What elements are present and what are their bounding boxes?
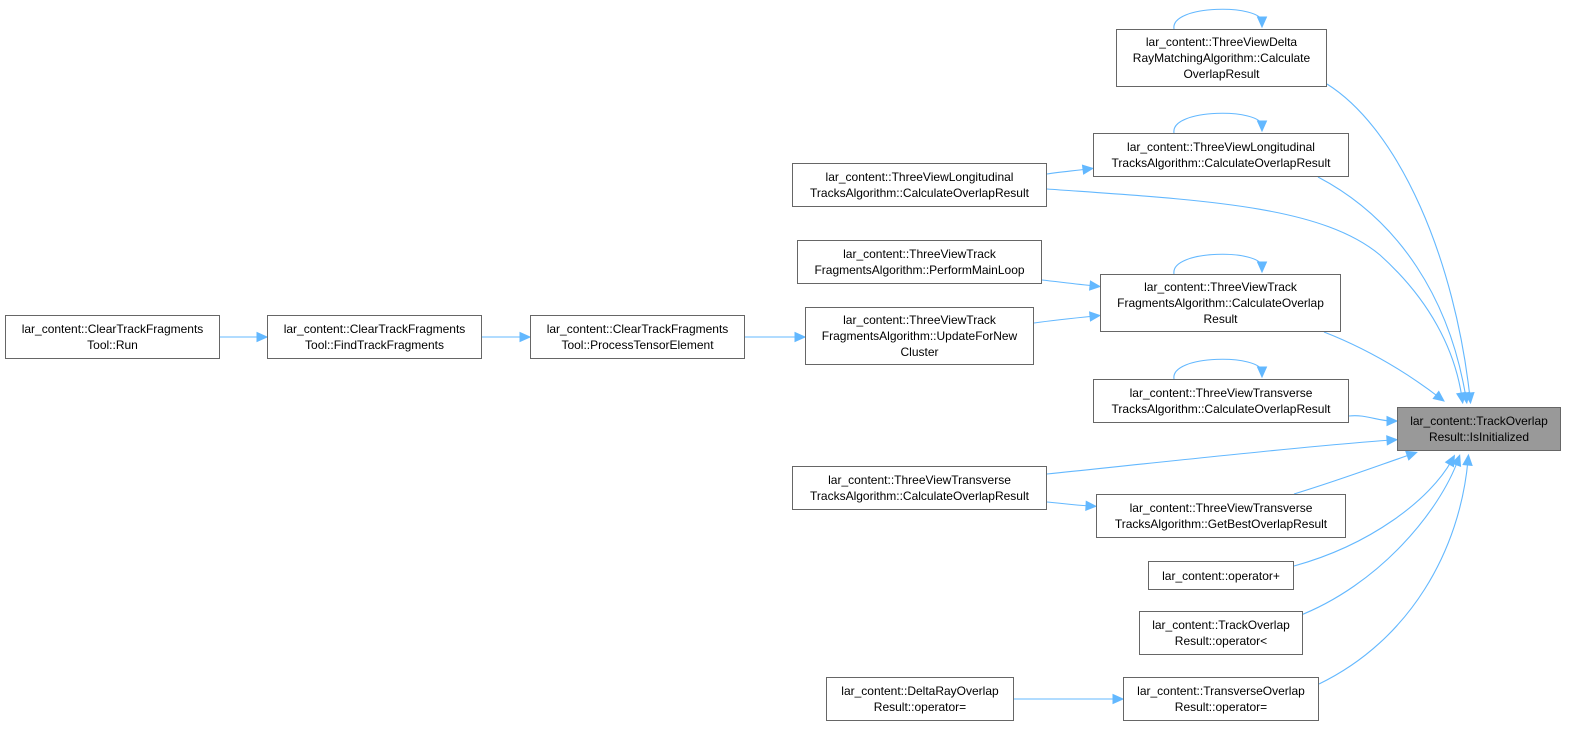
node-label: FragmentsAlgorithm::PerformMainLoop xyxy=(814,263,1025,277)
node-label: lar_content::ThreeViewTransverse xyxy=(1129,501,1313,515)
edge-long_calc_a-to-target xyxy=(1317,176,1467,399)
node-label: lar_content::ClearTrackFragments xyxy=(546,322,729,336)
node-label: lar_content::TrackOverlap xyxy=(1410,414,1548,428)
edge-trans_calc_a-to-target xyxy=(1348,415,1393,422)
node-label: lar_content::ThreeViewDelta xyxy=(1145,35,1298,49)
edge-long_calc_b-to-long_calc_a xyxy=(1046,168,1089,175)
edge-trans_best-to-target xyxy=(1293,453,1413,495)
edge-op_assign_trans-to-target xyxy=(1318,459,1469,685)
edge-op_less-to-target xyxy=(1295,459,1459,618)
arrowhead-op_assign_trans-to-target xyxy=(1462,453,1473,466)
edge-delta_calc-to-target xyxy=(1326,83,1471,399)
arrowhead-long_calc_b-to-long_calc_a xyxy=(1081,164,1095,175)
node-label: Result::operator= xyxy=(873,700,967,714)
arrowhead-frag_calc-to-frag_calc xyxy=(1256,261,1268,274)
node-label: lar_content::DeltaRayOverlap xyxy=(841,684,999,698)
node-label: Tool::ProcessTensorElement xyxy=(561,338,714,352)
arrowhead-long_calc_b-to-target xyxy=(1455,391,1467,405)
edge-delta_calc-to-delta_calc xyxy=(1173,8,1263,30)
arrowhead-trans_best-to-target xyxy=(1405,450,1418,461)
node-label: lar_content::ClearTrackFragments xyxy=(283,322,466,336)
edge-frag_calc-to-frag_calc xyxy=(1173,253,1263,275)
node-label: lar_content::ThreeViewTrack xyxy=(843,247,996,261)
node-label: lar_content::ThreeViewTransverse xyxy=(828,473,1011,487)
arrowhead-ctf_find-to-ctf_process xyxy=(519,331,532,343)
arrowhead-trans_calc_b-to-trans_best xyxy=(1085,500,1098,511)
node-label: lar_content::ThreeViewLongitudinal xyxy=(1127,140,1315,154)
node-label: TracksAlgorithm::CalculateOverlapResult xyxy=(810,186,1029,200)
arrowhead-frag_main-to-frag_calc xyxy=(1089,280,1102,291)
node-label: lar_content::TrackOverlap xyxy=(1152,618,1290,632)
node-label: Result::IsInitialized xyxy=(1428,430,1530,444)
arrowhead-frag_calc-to-target xyxy=(1432,390,1445,402)
node-label: lar_content::operator+ xyxy=(1162,568,1280,583)
node-label: Cluster xyxy=(900,345,939,359)
arrowhead-op_assign_delta-to-op_assign_trans xyxy=(1112,693,1125,705)
node-label: Result::operator< xyxy=(1174,634,1268,648)
node-label: lar_content::ThreeViewTransverse xyxy=(1129,386,1313,400)
arrowhead-trans_calc_a-to-target xyxy=(1386,415,1399,427)
arrowhead-op_plus-to-target xyxy=(1444,454,1455,468)
node-label: lar_content::ThreeViewLongitudinal xyxy=(825,170,1014,184)
node-label: TracksAlgorithm::GetBestOverlapResult xyxy=(1114,517,1328,531)
node-label: Tool::FindTrackFragments xyxy=(305,338,444,352)
node-label: Tool::Run xyxy=(87,338,138,352)
node-label: lar_content::ThreeViewTrack xyxy=(843,313,996,327)
node-label: OverlapResult xyxy=(1183,67,1260,81)
node-label: TracksAlgorithm::CalculateOverlapResult xyxy=(810,489,1029,503)
arrowhead-ctf_process-to-frag_update xyxy=(794,331,807,343)
edge-frag_calc-to-target xyxy=(1323,331,1441,399)
node-label: FragmentsAlgorithm::CalculateOverlap xyxy=(1117,296,1324,310)
node-label: lar_content::ClearTrackFragments xyxy=(21,322,204,336)
arrowhead-delta_calc-to-delta_calc xyxy=(1256,16,1268,29)
arrowhead-trans_calc_a-to-trans_calc_a xyxy=(1256,366,1268,379)
edge-trans_calc_b-to-trans_best xyxy=(1046,501,1092,507)
node-label: FragmentsAlgorithm::UpdateForNew xyxy=(821,329,1018,343)
edge-long_calc_b-to-target xyxy=(1046,188,1463,399)
edge-trans_calc_b-to-target xyxy=(1046,439,1393,475)
edge-trans_calc_a-to-trans_calc_a xyxy=(1173,358,1263,380)
edge-frag_main-to-frag_calc xyxy=(1041,279,1096,287)
node-label: Result::operator= xyxy=(1174,700,1268,714)
node-label: RayMatchingAlgorithm::Calculate xyxy=(1132,51,1311,65)
node-label: lar_content::TransverseOverlap xyxy=(1137,684,1305,698)
arrowhead-op_less-to-target xyxy=(1451,454,1462,467)
node-label: TracksAlgorithm::CalculateOverlapResult xyxy=(1111,402,1331,416)
node-op-plus[interactable]: lar_content::operator+ xyxy=(1148,561,1294,590)
node-label: Result xyxy=(1203,312,1238,326)
edge-frag_update-to-frag_calc xyxy=(1033,315,1096,324)
edge-long_calc_a-to-long_calc_a xyxy=(1173,112,1263,134)
arrowhead-ctf_run-to-ctf_find xyxy=(256,331,269,343)
arrowhead-trans_calc_b-to-target xyxy=(1386,435,1399,446)
arrowhead-long_calc_a-to-long_calc_a xyxy=(1256,120,1268,133)
node-label: TracksAlgorithm::CalculateOverlapResult xyxy=(1111,156,1331,170)
edge-op_plus-to-target xyxy=(1293,459,1453,567)
node-label: lar_content::ThreeViewTrack xyxy=(1144,280,1297,294)
arrowhead-frag_update-to-frag_calc xyxy=(1089,311,1102,322)
